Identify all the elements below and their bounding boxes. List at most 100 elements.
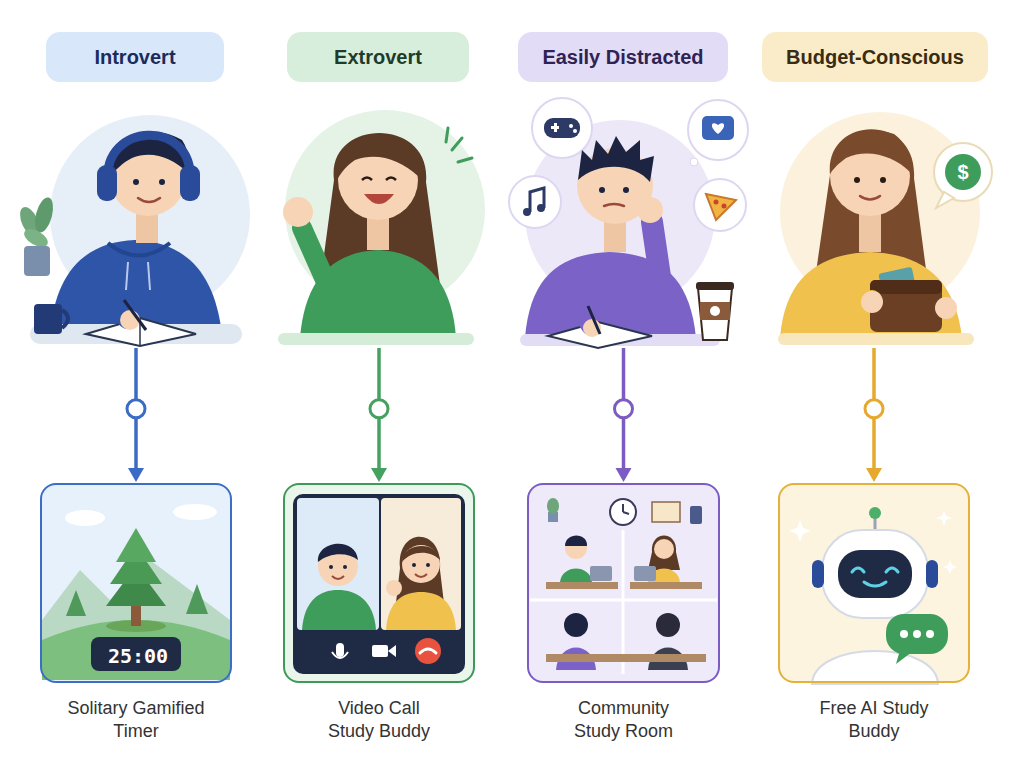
distracted-illustration-part [578, 136, 654, 182]
video-call-icon-part [332, 652, 348, 658]
persona-label: Budget-Conscious [762, 32, 988, 82]
distracted-illustration-part [537, 204, 545, 212]
budget-illustration-part [780, 252, 962, 338]
budget-illustration [778, 112, 992, 345]
study-room-icon-part [630, 582, 702, 589]
video-call-icon-part [386, 580, 402, 596]
robot-icon-part [812, 651, 938, 684]
robot-icon-part [886, 568, 898, 572]
study-room-icon [528, 484, 719, 682]
arrow-head [371, 468, 387, 482]
study-room-icon-part [623, 512, 629, 514]
introvert-illustration-part [126, 262, 128, 290]
robot-icon-part [926, 560, 938, 588]
introvert-illustration-part [97, 165, 117, 201]
introvert-illustration-part [32, 196, 57, 235]
video-call-icon-part [402, 546, 440, 562]
extrovert-illustration [278, 110, 485, 345]
tool-box: Free AI Study Buddy [778, 483, 970, 683]
video-call-icon-part [402, 545, 440, 583]
tool-caption: Video Call Study Buddy [314, 697, 444, 743]
introvert-illustration-part [24, 246, 50, 276]
timer-icon-part [41, 484, 231, 682]
robot-icon-part [789, 520, 811, 542]
introvert-illustration-part [62, 310, 68, 328]
budget-illustration-part [860, 196, 880, 200]
extrovert-illustration-part [278, 333, 474, 345]
distracted-illustration-part [569, 124, 573, 128]
study-room-icon-part [590, 566, 612, 581]
timer-icon [41, 484, 231, 682]
robot-icon-part [896, 650, 912, 664]
distracted-illustration-part [688, 100, 748, 160]
tool-box: Video Call Study Buddy [283, 483, 475, 683]
study-room-icon-part [547, 498, 559, 514]
study-room-icon-part [654, 539, 674, 559]
video-call-icon-part [318, 544, 358, 562]
study-room-icon-part [610, 499, 636, 525]
robot-icon-part [852, 568, 864, 572]
study-room-icon-part [530, 599, 717, 602]
budget-illustration-part [945, 154, 981, 190]
flow-connector [127, 348, 145, 482]
video-call-icon-part [297, 498, 379, 630]
distracted-illustration-part [702, 116, 734, 140]
distracted-illustration-part [573, 129, 577, 133]
timer-icon-part [173, 504, 217, 520]
robot-icon-part [812, 560, 824, 588]
video-call-icon-part [336, 643, 344, 657]
persona-panel: Extrovert [273, 30, 483, 348]
arrow-head [866, 468, 882, 482]
robot-icon-part [869, 507, 881, 519]
distracted-illustration-part [560, 296, 590, 326]
arrow-head [616, 468, 632, 482]
distracted-illustration-part [509, 176, 561, 228]
video-call-icon-part [420, 649, 436, 653]
introvert-illustration-part [124, 300, 146, 330]
robot-icon-part [838, 550, 912, 598]
distracted-illustration-part [523, 208, 531, 216]
distracted-illustration-part [698, 288, 732, 340]
distracted-illustration-part [554, 123, 557, 132]
extrovert-illustration-part [302, 228, 326, 282]
extrovert-illustration-part [364, 194, 394, 204]
budget-illustration-part [935, 297, 957, 319]
robot-icon-part [943, 560, 957, 574]
introvert-illustration-part [34, 304, 62, 334]
video-call-icon-part [329, 565, 333, 569]
video-call-icon-part [332, 576, 344, 579]
robot-icon-part [913, 630, 921, 638]
distracted-illustration-part [652, 222, 664, 304]
study-room-icon-part [528, 484, 719, 682]
video-call-icon [284, 484, 474, 682]
introvert-illustration-part [180, 165, 200, 201]
distracted-illustration-part [637, 197, 663, 223]
study-room-icon-part [634, 566, 656, 581]
timer-icon-part [65, 510, 105, 526]
distracted-illustration [509, 98, 748, 348]
tool-caption: Solitary Gamified Timer [61, 697, 211, 743]
currency-symbol: $ [948, 160, 978, 184]
flow-connector [865, 348, 883, 482]
distracted-illustration-part [706, 194, 736, 220]
video-call-icon-part [388, 645, 396, 657]
tool-caption: Free AI Study Buddy [812, 697, 937, 743]
distracted-illustration-part [544, 118, 580, 138]
tool-box: 25:00Solitary Gamified Timer [40, 483, 232, 683]
robot-icon-part [864, 582, 886, 586]
video-call-icon-part [412, 563, 416, 567]
timer-icon-part [186, 584, 208, 614]
distracted-illustration-part [604, 204, 624, 206]
study-room-icon-part [622, 504, 624, 512]
distracted-illustration-part [710, 306, 720, 316]
study-room-icon-part [564, 613, 588, 637]
budget-illustration-part [861, 291, 883, 313]
distracted-illustration-part [700, 302, 730, 320]
introvert-illustration-part [108, 243, 170, 256]
video-call-icon-part [302, 590, 376, 630]
study-room-icon-part [560, 569, 592, 583]
budget-illustration-part [778, 333, 974, 345]
video-call-icon-part [372, 645, 388, 657]
